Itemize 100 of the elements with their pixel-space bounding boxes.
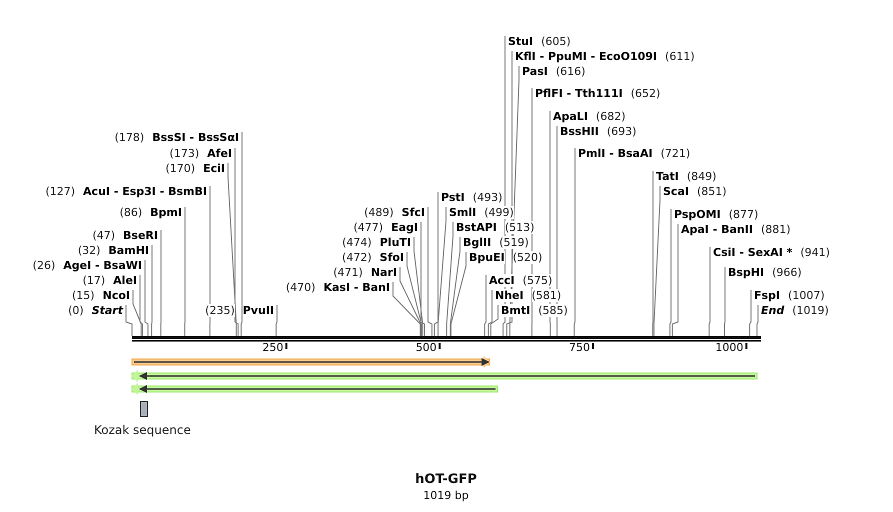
enzyme-name: Start [92, 304, 123, 317]
sequence-backbone [132, 336, 761, 342]
enzyme-name: EciI [203, 162, 225, 175]
enzyme-name: ApaLI [553, 110, 588, 123]
leader-line [653, 186, 660, 336]
enzyme-name: TatI [656, 170, 679, 183]
enzyme-name: PmlI - BsaAI [578, 147, 653, 160]
leader-line [276, 304, 278, 336]
leader-line [490, 304, 498, 336]
leader-line [132, 290, 142, 336]
feature-annotation [132, 356, 491, 368]
site-label [463, 236, 529, 250]
site-label [469, 251, 542, 265]
site-position: (682) [596, 110, 626, 123]
leader-line [184, 206, 186, 336]
site-position: (0) [68, 304, 84, 317]
scale-label: 250 [262, 341, 284, 354]
leader-line [484, 274, 486, 336]
map-title: hOT-GFP [414, 472, 478, 487]
scale-label: 1000 [715, 341, 744, 354]
site-position: (616) [556, 65, 586, 78]
site-position: (499) [484, 206, 514, 219]
enzyme-name: PluTI [380, 236, 411, 249]
site-position: (1007) [788, 289, 825, 302]
leader-line [488, 290, 492, 336]
enzyme-name: BssHII [560, 125, 599, 138]
feature-label: Kozak sequence [94, 423, 191, 437]
leader-line [240, 132, 242, 336]
site-position: (585) [538, 304, 568, 317]
site-label [489, 274, 552, 288]
site-position: (877) [728, 208, 758, 221]
enzyme-name: AcuI - Esp3I - BsmBI [83, 185, 207, 198]
leader-line [400, 266, 422, 336]
site-position: (849) [686, 170, 716, 183]
site-position: (32) [78, 244, 100, 257]
site-position: (178) [114, 131, 144, 144]
enzyme-name: EagI [391, 221, 418, 234]
leader-line [428, 206, 432, 336]
site-position: (17) [82, 274, 106, 287]
enzyme-name: StuI [508, 35, 534, 48]
leader-line [574, 148, 576, 336]
site-position: (235) [205, 304, 235, 317]
enzyme-name: FspI [754, 289, 780, 302]
site-position: (652) [630, 87, 660, 100]
enzyme-name: PasI [522, 65, 548, 78]
leader-line [406, 252, 422, 336]
leader-line [420, 222, 426, 336]
site-position: (173) [170, 147, 200, 160]
enzyme-name: ApaI - BanII [681, 223, 753, 236]
enzyme-name: BglII [463, 236, 492, 249]
enzyme-name: BmtI [501, 304, 530, 317]
enzyme-name: NcoI [102, 289, 130, 302]
enzyme-name: NarI [370, 266, 397, 279]
site-position: (611) [665, 50, 695, 63]
enzyme-name: AgeI - BsaWI [63, 259, 142, 272]
leader-line [392, 282, 421, 336]
leader-line [438, 206, 446, 336]
enzyme-name: ScaI [663, 185, 689, 198]
leader-line [414, 236, 424, 336]
site-position: (520) [512, 251, 542, 264]
site-position: (693) [606, 125, 636, 138]
scale-label: 750 [569, 341, 590, 354]
enzyme-name: PspOMI [674, 208, 721, 221]
enzyme-name: NheI [495, 289, 524, 302]
leader-line [556, 126, 558, 336]
enzyme-name: PflFI - Tth111I [535, 87, 623, 100]
site-position: (581) [532, 289, 562, 302]
enzyme-name: KasI - BanI [323, 281, 390, 294]
leader-line [652, 170, 654, 336]
enzyme-name: BseRI [123, 229, 158, 242]
site-position: (86) [120, 206, 142, 219]
enzyme-name: End [761, 304, 784, 317]
leader-line [209, 186, 210, 336]
enzyme-name: SfcI [402, 206, 425, 219]
site-position: (474) [342, 236, 372, 249]
site-position: (1019) [792, 304, 829, 317]
site-position: (575) [522, 274, 552, 287]
leader-line [724, 266, 726, 336]
enzyme-name: BstAPI [456, 221, 497, 234]
site-position: (966) [772, 266, 802, 279]
leader-line [160, 230, 162, 336]
site-position: (15) [72, 289, 95, 302]
site-position: (470) [286, 281, 316, 294]
enzyme-name: AfeI [207, 147, 232, 160]
enzyme-name: BpuEI [469, 251, 505, 264]
enzyme-name: SfoI [380, 251, 404, 264]
site-position: (519) [499, 236, 529, 249]
leader-line [144, 260, 148, 336]
enzyme-name: BssSI - BssSαI [152, 131, 239, 144]
site-position: (493) [472, 191, 502, 204]
sequence-length: 1019 bp [422, 489, 470, 502]
leader-line [126, 304, 132, 336]
leader-line [749, 290, 752, 336]
site-position: (127) [45, 185, 76, 198]
leader-line [669, 208, 672, 336]
site-position: (170) [166, 162, 196, 175]
enzyme-name: AleI [113, 274, 137, 287]
site-position: (477) [354, 221, 384, 234]
enzyme-name: PvuII [242, 304, 274, 317]
site-label [495, 289, 562, 303]
